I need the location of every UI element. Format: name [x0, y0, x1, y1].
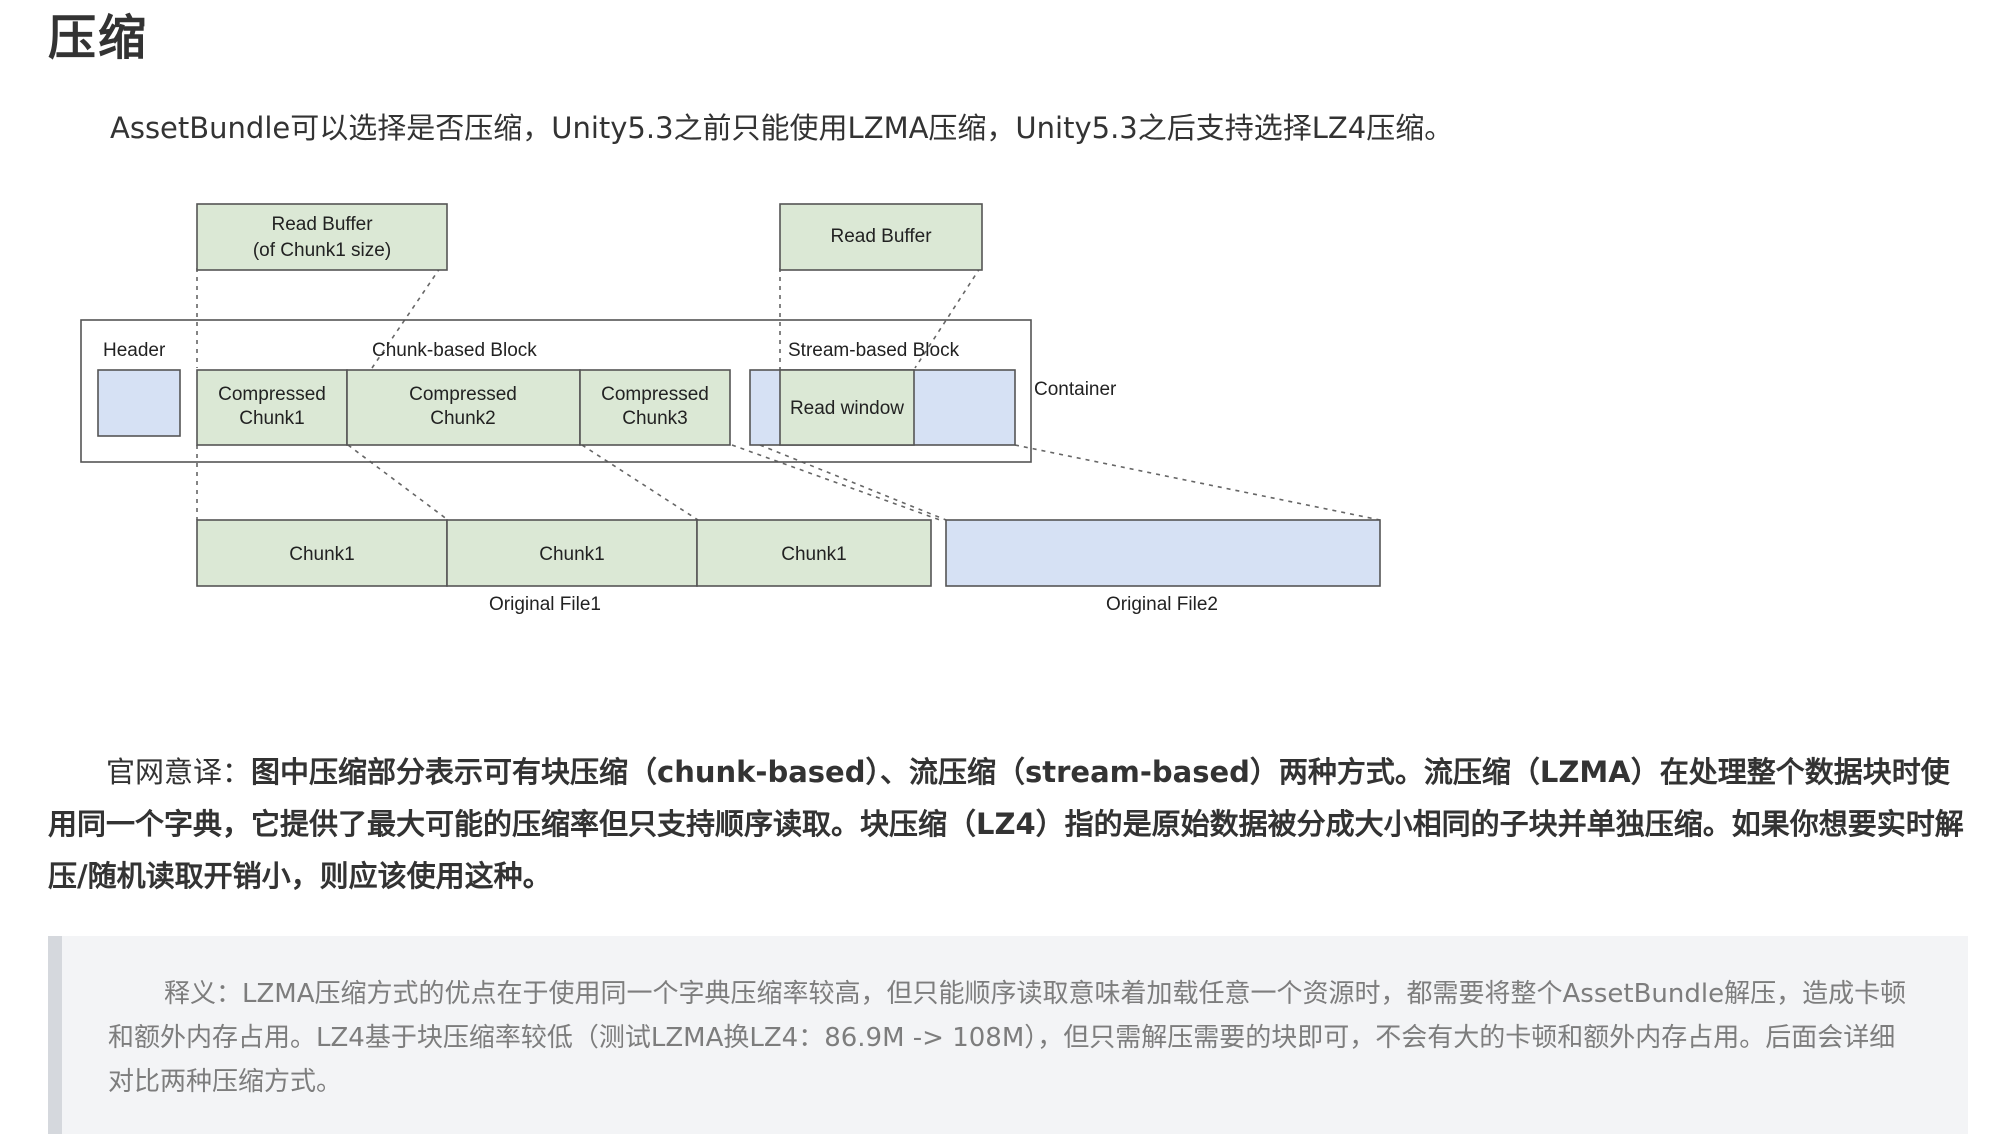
container-frame — [80, 319, 1032, 463]
orig-chunk-a-label: Chunk1 — [289, 544, 355, 565]
read-window-label: Read window — [790, 398, 904, 419]
compressed-chunk1-word: Compressed — [218, 384, 326, 405]
compressed-chunk2-label: Chunk2 — [430, 408, 496, 429]
read-buffer-left-box — [196, 203, 448, 271]
intro-text: AssetBundle可以选择是否压缩，Unity5.3之前只能使用LZMA压缩… — [110, 111, 1454, 145]
note-blockquote: 释义：LZMA压缩方式的优点在于使用同一个字典压缩率较高，但只能顺序读取意味着加… — [48, 936, 1968, 1134]
explanation-paragraph: 官网意译：图中压缩部分表示可有块压缩（chunk-based）、流压缩（stre… — [48, 746, 1968, 902]
orig-chunk-c-label: Chunk1 — [781, 544, 847, 565]
compressed-chunk3-word: Compressed — [601, 384, 709, 405]
compressed-chunk3-box — [579, 369, 731, 446]
original-file1-label: Original File1 — [489, 594, 601, 615]
read-window-box — [779, 369, 915, 446]
read-buffer-left-line2: (of Chunk1 size) — [253, 240, 391, 261]
container-label: Container — [1034, 379, 1117, 400]
orig-chunk-b-label: Chunk1 — [539, 544, 605, 565]
orig-chunk-b-box — [446, 519, 698, 587]
compressed-chunk2-word: Compressed — [409, 384, 517, 405]
original-file2-box — [945, 519, 1381, 587]
original-file2-label: Original File2 — [1106, 594, 1218, 615]
compression-diagram: Read Buffer (of Chunk1 size) Read Buffer… — [80, 203, 1381, 615]
compressed-chunk1-label: Chunk1 — [239, 408, 305, 429]
compressed-chunk1-box — [196, 369, 348, 446]
paragraph-lead: 官网意译： — [106, 755, 252, 789]
chunk-block-label: Chunk-based Block — [372, 340, 537, 361]
stream-block-label: Stream-based Block — [788, 340, 960, 361]
header-label: Header — [103, 340, 166, 361]
header-box — [97, 369, 181, 437]
paragraph-body: 图中压缩部分表示可有块压缩（chunk-based）、流压缩（stream-ba… — [48, 755, 1964, 893]
note-text: 释义：LZMA压缩方式的优点在于使用同一个字典压缩率较高，但只能顺序读取意味着加… — [108, 979, 1907, 1097]
read-buffer-right-box — [779, 203, 983, 271]
orig-chunk-c-box — [696, 519, 932, 587]
read-buffer-right-label: Read Buffer — [830, 226, 932, 247]
section-heading: 压缩 — [48, 10, 149, 66]
compressed-chunk3-label: Chunk3 — [622, 408, 688, 429]
compressed-chunk2-box — [346, 369, 581, 446]
read-buffer-left-line1: Read Buffer — [271, 214, 373, 235]
